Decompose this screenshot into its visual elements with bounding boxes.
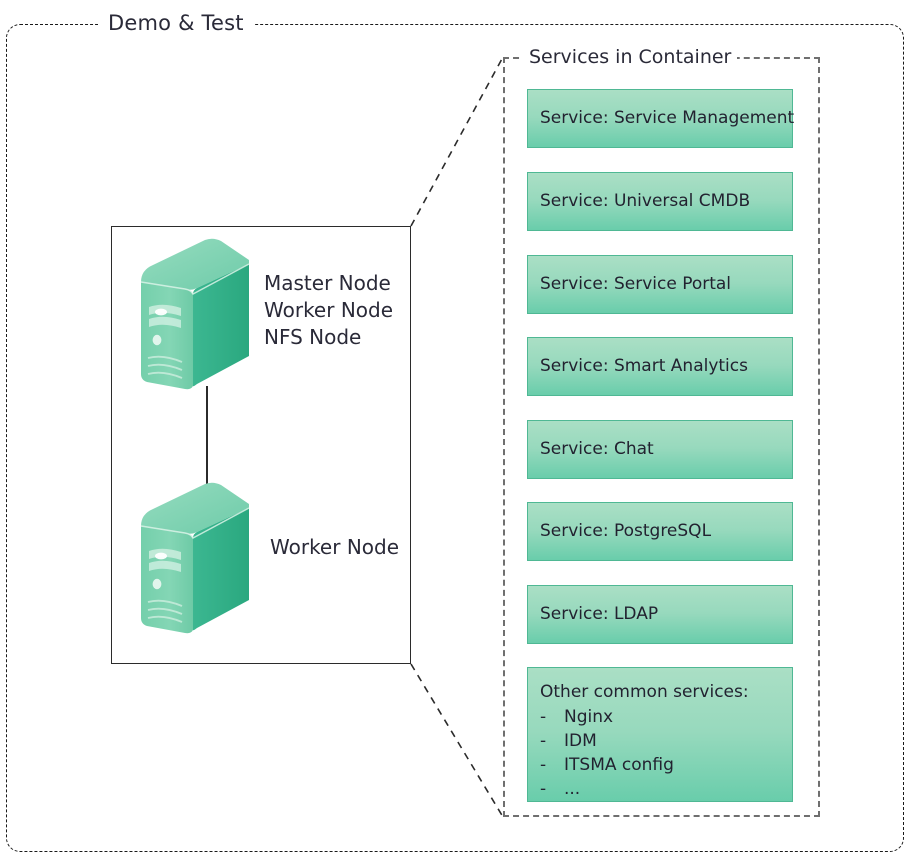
service-box[interactable]: Service: Service Management — [527, 89, 794, 148]
server-tower-icon — [135, 234, 255, 394]
service-label: Service: Chat — [540, 439, 654, 459]
list-item: - ... — [540, 777, 792, 801]
outer-boundary-title: Demo & Test — [98, 8, 254, 38]
list-item: - ITSMA config — [540, 753, 792, 777]
other-services-box[interactable]: Other common services: - Nginx - IDM - I… — [527, 667, 793, 802]
service-label: Service: LDAP — [540, 604, 659, 624]
list-item-label: Nginx — [564, 707, 614, 727]
server-label-master: Master Node Worker Node NFS Node — [264, 271, 394, 349]
service-label: Service: Smart Analytics — [540, 356, 748, 376]
server-tower-icon — [135, 478, 255, 638]
service-box[interactable]: Service: Smart Analytics — [527, 337, 793, 396]
service-box[interactable]: Service: Chat — [527, 420, 793, 479]
bullet-dash: - — [540, 755, 547, 775]
list-item-label: ITSMA config — [564, 755, 674, 775]
list-item-label: ... — [564, 779, 581, 799]
node-connector-line — [206, 386, 208, 494]
list-item: - Nginx — [540, 705, 792, 729]
bullet-dash: - — [540, 707, 547, 727]
service-label: Service: Service Management — [540, 108, 795, 128]
service-box[interactable]: Service: Service Portal — [527, 255, 793, 314]
bullet-dash: - — [540, 731, 547, 751]
outer-boundary — [6, 24, 904, 852]
service-box[interactable]: Service: Universal CMDB — [527, 172, 793, 231]
service-label: Service: PostgreSQL — [540, 521, 712, 541]
service-box[interactable]: Service: PostgreSQL — [527, 502, 793, 561]
other-services-list: - Nginx - IDM - ITSMA config - ... — [540, 705, 792, 801]
bullet-dash: - — [540, 779, 547, 799]
service-box[interactable]: Service: LDAP — [527, 585, 793, 644]
services-container-title: Services in Container — [523, 44, 738, 70]
service-label: Service: Universal CMDB — [540, 191, 751, 211]
list-item-label: IDM — [564, 731, 597, 751]
service-label: Service: Service Portal — [540, 274, 732, 294]
server-label-worker: Worker Node — [270, 535, 400, 559]
other-services-title: Other common services: — [540, 682, 749, 702]
list-item: - IDM — [540, 729, 792, 753]
